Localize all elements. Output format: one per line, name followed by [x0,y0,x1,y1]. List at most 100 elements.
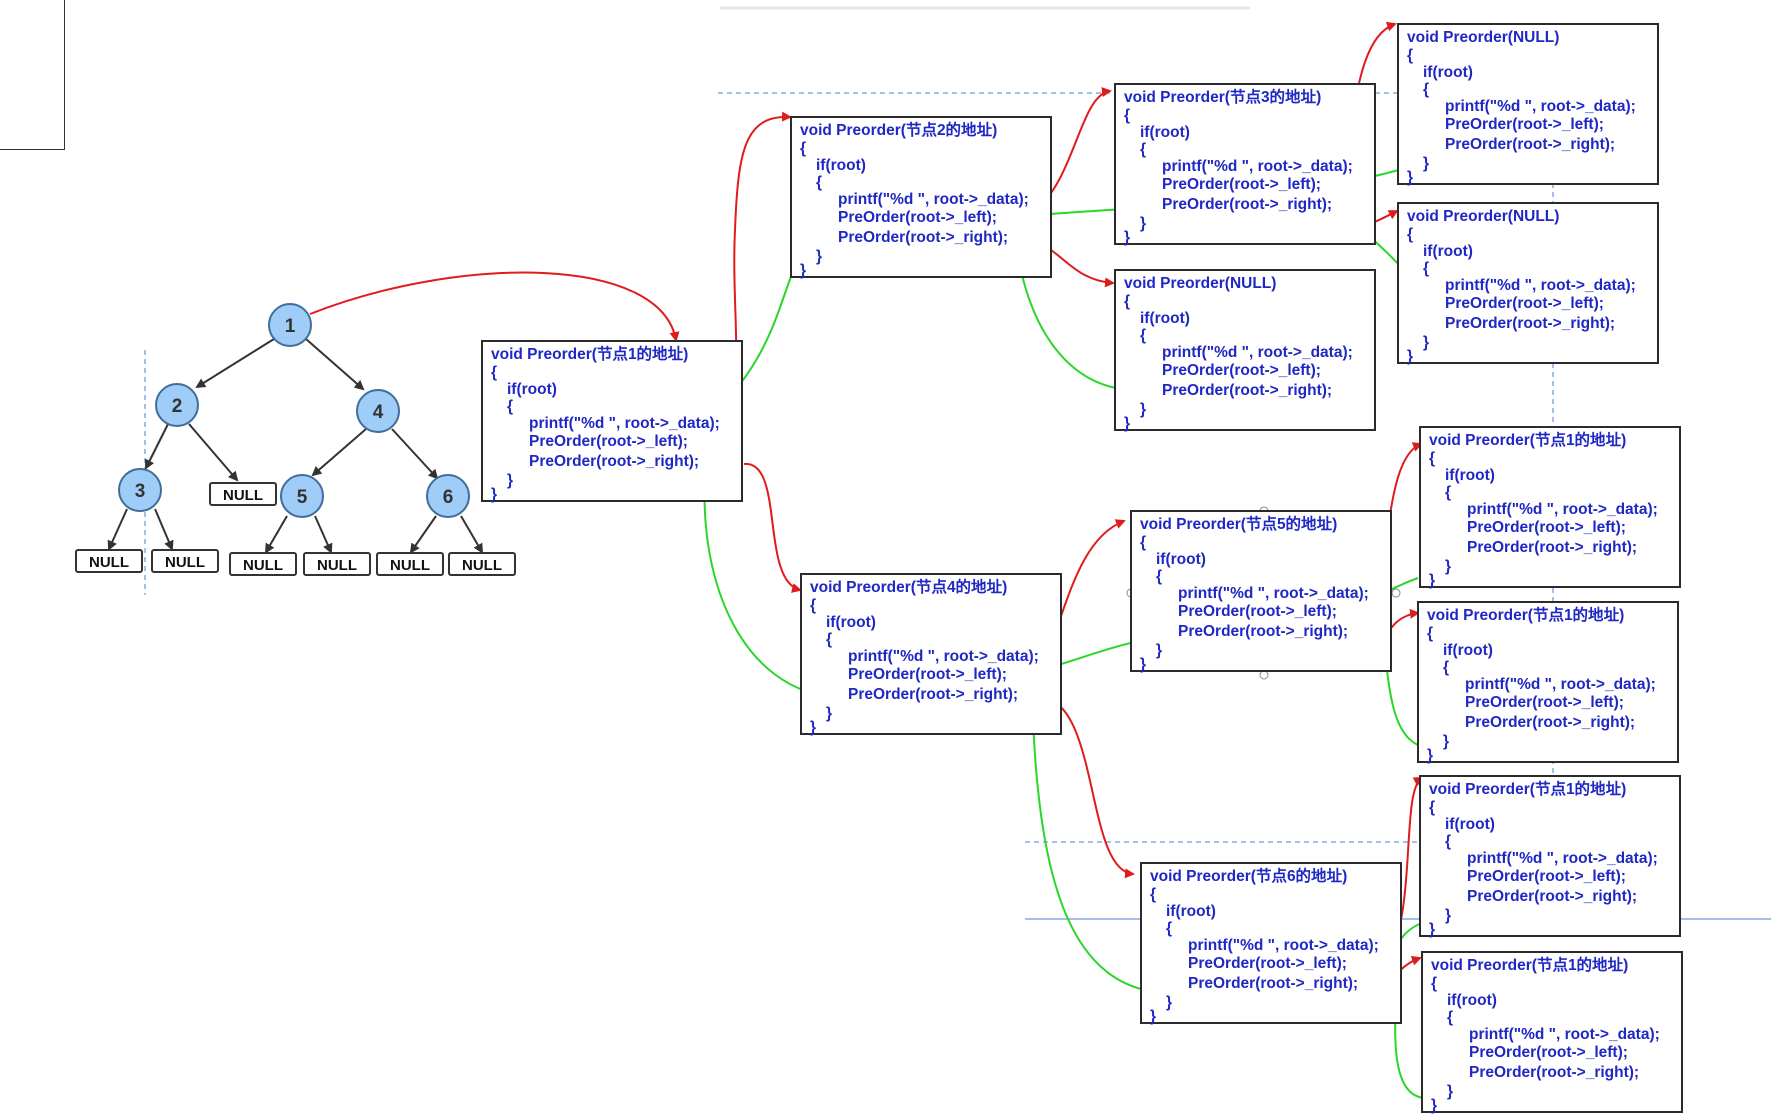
code-line-right: PreOrder(root->_right); [1445,315,1616,332]
frame-header: void Preorder(节点1的地址) [1429,432,1627,449]
node-label: 2 [172,396,183,417]
code-line-open-brace: { [810,597,817,614]
code-line-close-outer: } [1427,747,1434,764]
code-frame: void Preorder(节点1的地址){if(root){printf("%… [1417,601,1679,764]
code-line-open-brace: { [1429,799,1436,816]
code-line-close-inner: } [1423,334,1430,351]
frame-header: void Preorder(节点1的地址) [491,346,689,363]
code-frame: void Preorder(节点2的地址){if(root){printf("%… [790,116,1052,279]
code-line-right: PreOrder(root->_right); [838,229,1009,246]
code-line-close-outer: } [1407,169,1414,186]
code-line-inner-brace: { [1140,141,1147,158]
code-line-printf: printf("%d ", root->_data); [1467,501,1658,518]
code-line-close-outer: } [1431,1097,1438,1114]
code-line-printf: printf("%d ", root->_data); [1178,585,1369,602]
code-line-printf: printf("%d ", root->_data); [1162,158,1353,175]
edge-5-null-right [314,515,333,554]
code-line-left: PreOrder(root->_left); [1445,116,1604,133]
code-line-inner-brace: { [1445,833,1452,850]
code-line-close-inner: } [1447,1083,1454,1100]
code-line-close-outer: } [1429,572,1436,589]
code-frame: void Preorder(节点4的地址){if(root){printf("%… [800,573,1062,736]
code-line-if: if(root) [1156,551,1206,568]
code-line-open-brace: { [1124,293,1131,310]
null-box: NULL [303,552,371,576]
tree-node-5: 5 [280,474,324,518]
code-line-if: if(root) [1445,816,1495,833]
call-arrow-node4 [743,462,802,593]
code-frame: void Preorder(节点1的地址){if(root){printf("%… [1421,951,1683,1114]
edge-1-4 [305,338,365,391]
code-line-printf: printf("%d ", root->_data); [529,415,720,432]
edge-2-null [188,423,239,482]
code-line-printf: printf("%d ", root->_data); [1469,1026,1660,1043]
code-line-if: if(root) [1423,243,1473,260]
code-line-close-inner: } [1140,215,1147,232]
code-line-printf: printf("%d ", root->_data); [1188,937,1379,954]
code-line-left: PreOrder(root->_left); [529,433,688,450]
code-line-inner-brace: { [1423,260,1430,277]
code-line-close-inner: } [1445,907,1452,924]
code-line-open-brace: { [1124,107,1131,124]
code-line-inner-brace: { [1156,568,1163,585]
code-line-close-inner: } [507,472,514,489]
code-line-left: PreOrder(root->_left); [1445,295,1604,312]
code-line-if: if(root) [1140,310,1190,327]
null-label: NULL [223,487,263,504]
code-line-close-inner: } [826,705,833,722]
null-label: NULL [317,557,357,574]
code-line-left: PreOrder(root->_left); [1178,603,1337,620]
code-line-inner-brace: { [1445,484,1452,501]
code-line-right: PreOrder(root->_right); [1467,888,1638,905]
code-line-printf: printf("%d ", root->_data); [848,648,1039,665]
code-line-right: PreOrder(root->_right); [848,686,1019,703]
code-line-left: PreOrder(root->_left); [1469,1044,1628,1061]
frame-header: void Preorder(NULL) [1407,29,1560,46]
code-line-if: if(root) [507,381,557,398]
edge-3-null-left [107,508,128,551]
frame-header: void Preorder(节点4的地址) [810,579,1008,596]
null-label: NULL [89,554,129,571]
code-line-close-outer: } [1124,415,1131,432]
edge-4-6 [391,428,439,480]
frame-header: void Preorder(节点5的地址) [1140,516,1338,533]
code-line-inner-brace: { [816,174,823,191]
code-line-right: PreOrder(root->_right); [1162,196,1333,213]
code-line-open-brace: { [1431,975,1438,992]
code-line-close-outer: } [491,486,498,503]
code-line-right: PreOrder(root->_right); [1445,136,1616,153]
return-arrow-node6 [1028,718,1169,994]
code-line-inner-brace: { [826,631,833,648]
frame-header: void Preorder(节点1的地址) [1429,781,1627,798]
code-line-right: PreOrder(root->_right); [1188,975,1359,992]
code-frame: void Preorder(节点1的地址){if(root){printf("%… [1419,775,1681,938]
code-line-close-inner: } [1445,558,1452,575]
code-line-inner-brace: { [1443,659,1450,676]
null-label: NULL [243,557,283,574]
code-line-left: PreOrder(root->_left); [1162,176,1321,193]
node-label: 3 [135,481,146,502]
code-line-close-outer: } [810,719,817,736]
code-frame: void Preorder(节点5的地址){if(root){printf("%… [1130,510,1392,673]
code-frame: void Preorder(NULL){if(root){printf("%d … [1114,269,1376,432]
code-line-close-outer: } [1124,229,1131,246]
code-frame: void Preorder(节点3的地址){if(root){printf("%… [1114,83,1376,246]
code-frame: void Preorder(NULL){if(root){printf("%d … [1397,202,1659,365]
code-line-left: PreOrder(root->_left); [1162,362,1321,379]
node-label: 5 [297,487,308,508]
code-line-open-brace: { [1140,534,1147,551]
code-line-left: PreOrder(root->_left); [1467,519,1626,536]
call-arrow-node1 [309,271,680,342]
code-line-open-brace: { [1150,886,1157,903]
code-line-printf: printf("%d ", root->_data); [1445,98,1636,115]
code-line-if: if(root) [1445,467,1495,484]
corner-box [0,0,65,150]
node-label: 4 [373,402,384,423]
code-line-close-outer: } [1140,656,1147,673]
code-line-left: PreOrder(root->_left); [848,666,1007,683]
tree-edges [107,338,484,554]
code-line-close-inner: } [1156,642,1163,659]
code-line-left: PreOrder(root->_left); [1465,694,1624,711]
code-line-open-brace: { [1429,450,1436,467]
edge-4-5 [311,428,367,477]
